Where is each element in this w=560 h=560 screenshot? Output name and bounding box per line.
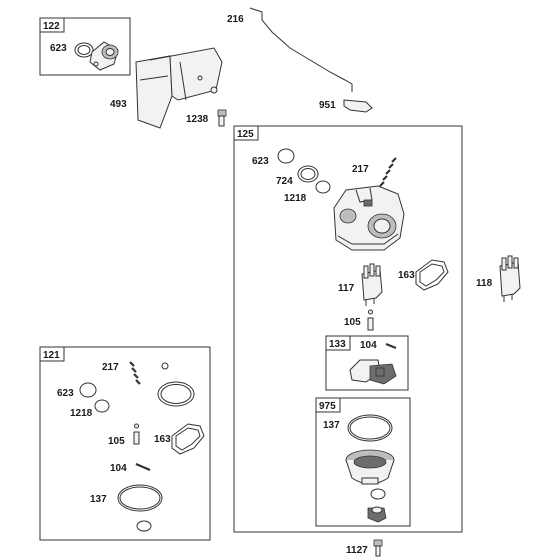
bowl-gasket-part <box>117 484 163 512</box>
bracket-part <box>135 47 223 129</box>
spring-part <box>379 157 397 187</box>
group-125-tag: 125 <box>237 129 254 140</box>
label-975-137: 137 <box>323 420 340 431</box>
o-ring-part <box>315 180 331 194</box>
intake-elbow-part <box>89 41 119 71</box>
gasket-part <box>415 259 449 291</box>
float-pin-part <box>385 342 397 350</box>
group-121-tag: 121 <box>43 350 60 361</box>
needle-pin-part <box>367 309 374 331</box>
fuel-inlet-alt-part <box>499 255 521 302</box>
throttle-link-part <box>249 7 353 92</box>
group-975-tag: 975 <box>319 401 336 412</box>
label-122-623: 623 <box>50 43 67 54</box>
bowl-bolt-part <box>373 539 383 557</box>
float-pin-part <box>135 462 151 472</box>
label-118: 118 <box>476 278 493 289</box>
label-121-104: 104 <box>110 463 127 474</box>
label-1127: 1127 <box>346 545 368 556</box>
label-216: 216 <box>227 14 244 25</box>
label-125-105: 105 <box>344 317 361 328</box>
label-125-1218: 1218 <box>284 193 307 204</box>
fuel-inlet-part <box>361 263 383 306</box>
screw-part <box>217 109 227 127</box>
gasket-ring-part <box>277 148 295 164</box>
label-125-163: 163 <box>398 270 415 281</box>
label-121-137: 137 <box>90 494 107 505</box>
large-o-ring-part <box>157 381 195 407</box>
group-122: 122 623 <box>39 17 131 76</box>
label-1238: 1238 <box>186 114 209 125</box>
label-951: 951 <box>319 100 336 111</box>
label-133-104: 104 <box>360 340 377 351</box>
label-121-1218: 1218 <box>70 408 93 419</box>
o-ring-part <box>94 399 110 413</box>
group-133-tag: 133 <box>329 339 346 350</box>
float-bowl-part <box>345 449 395 485</box>
label-121-217: 217 <box>102 362 119 373</box>
spring-part <box>129 361 141 385</box>
group-133: 133 104 <box>325 335 409 391</box>
group-125: 125 623 217 724 1218 117 <box>233 125 463 533</box>
gasket-ring-part <box>79 382 97 398</box>
label-125-724: 724 <box>276 176 293 187</box>
label-125-217: 217 <box>352 164 369 175</box>
bowl-nut-part <box>367 506 387 523</box>
carburetor-body-part <box>333 185 405 251</box>
group-122-tag: 122 <box>43 21 60 32</box>
gasket-part <box>171 423 205 455</box>
label-121-105: 105 <box>108 436 125 447</box>
label-125-117: 117 <box>338 283 355 294</box>
group-975: 975 137 <box>315 397 411 527</box>
gasket-ring-part <box>74 42 94 58</box>
bowl-gasket-part <box>347 414 393 442</box>
washer-part <box>136 520 152 532</box>
group-121: 121 217 623 1218 105 163 104 137 <box>39 346 211 541</box>
label-493: 493 <box>110 99 127 110</box>
label-121-623: 623 <box>57 388 74 399</box>
small-o-ring-part <box>161 362 169 370</box>
label-121-163: 163 <box>154 434 171 445</box>
float-part <box>349 359 397 385</box>
needle-pin-part <box>133 423 140 445</box>
washer-part <box>370 488 386 500</box>
label-125-623: 623 <box>252 156 269 167</box>
seal-ring-part <box>297 165 319 183</box>
choke-lever-part <box>343 99 373 113</box>
